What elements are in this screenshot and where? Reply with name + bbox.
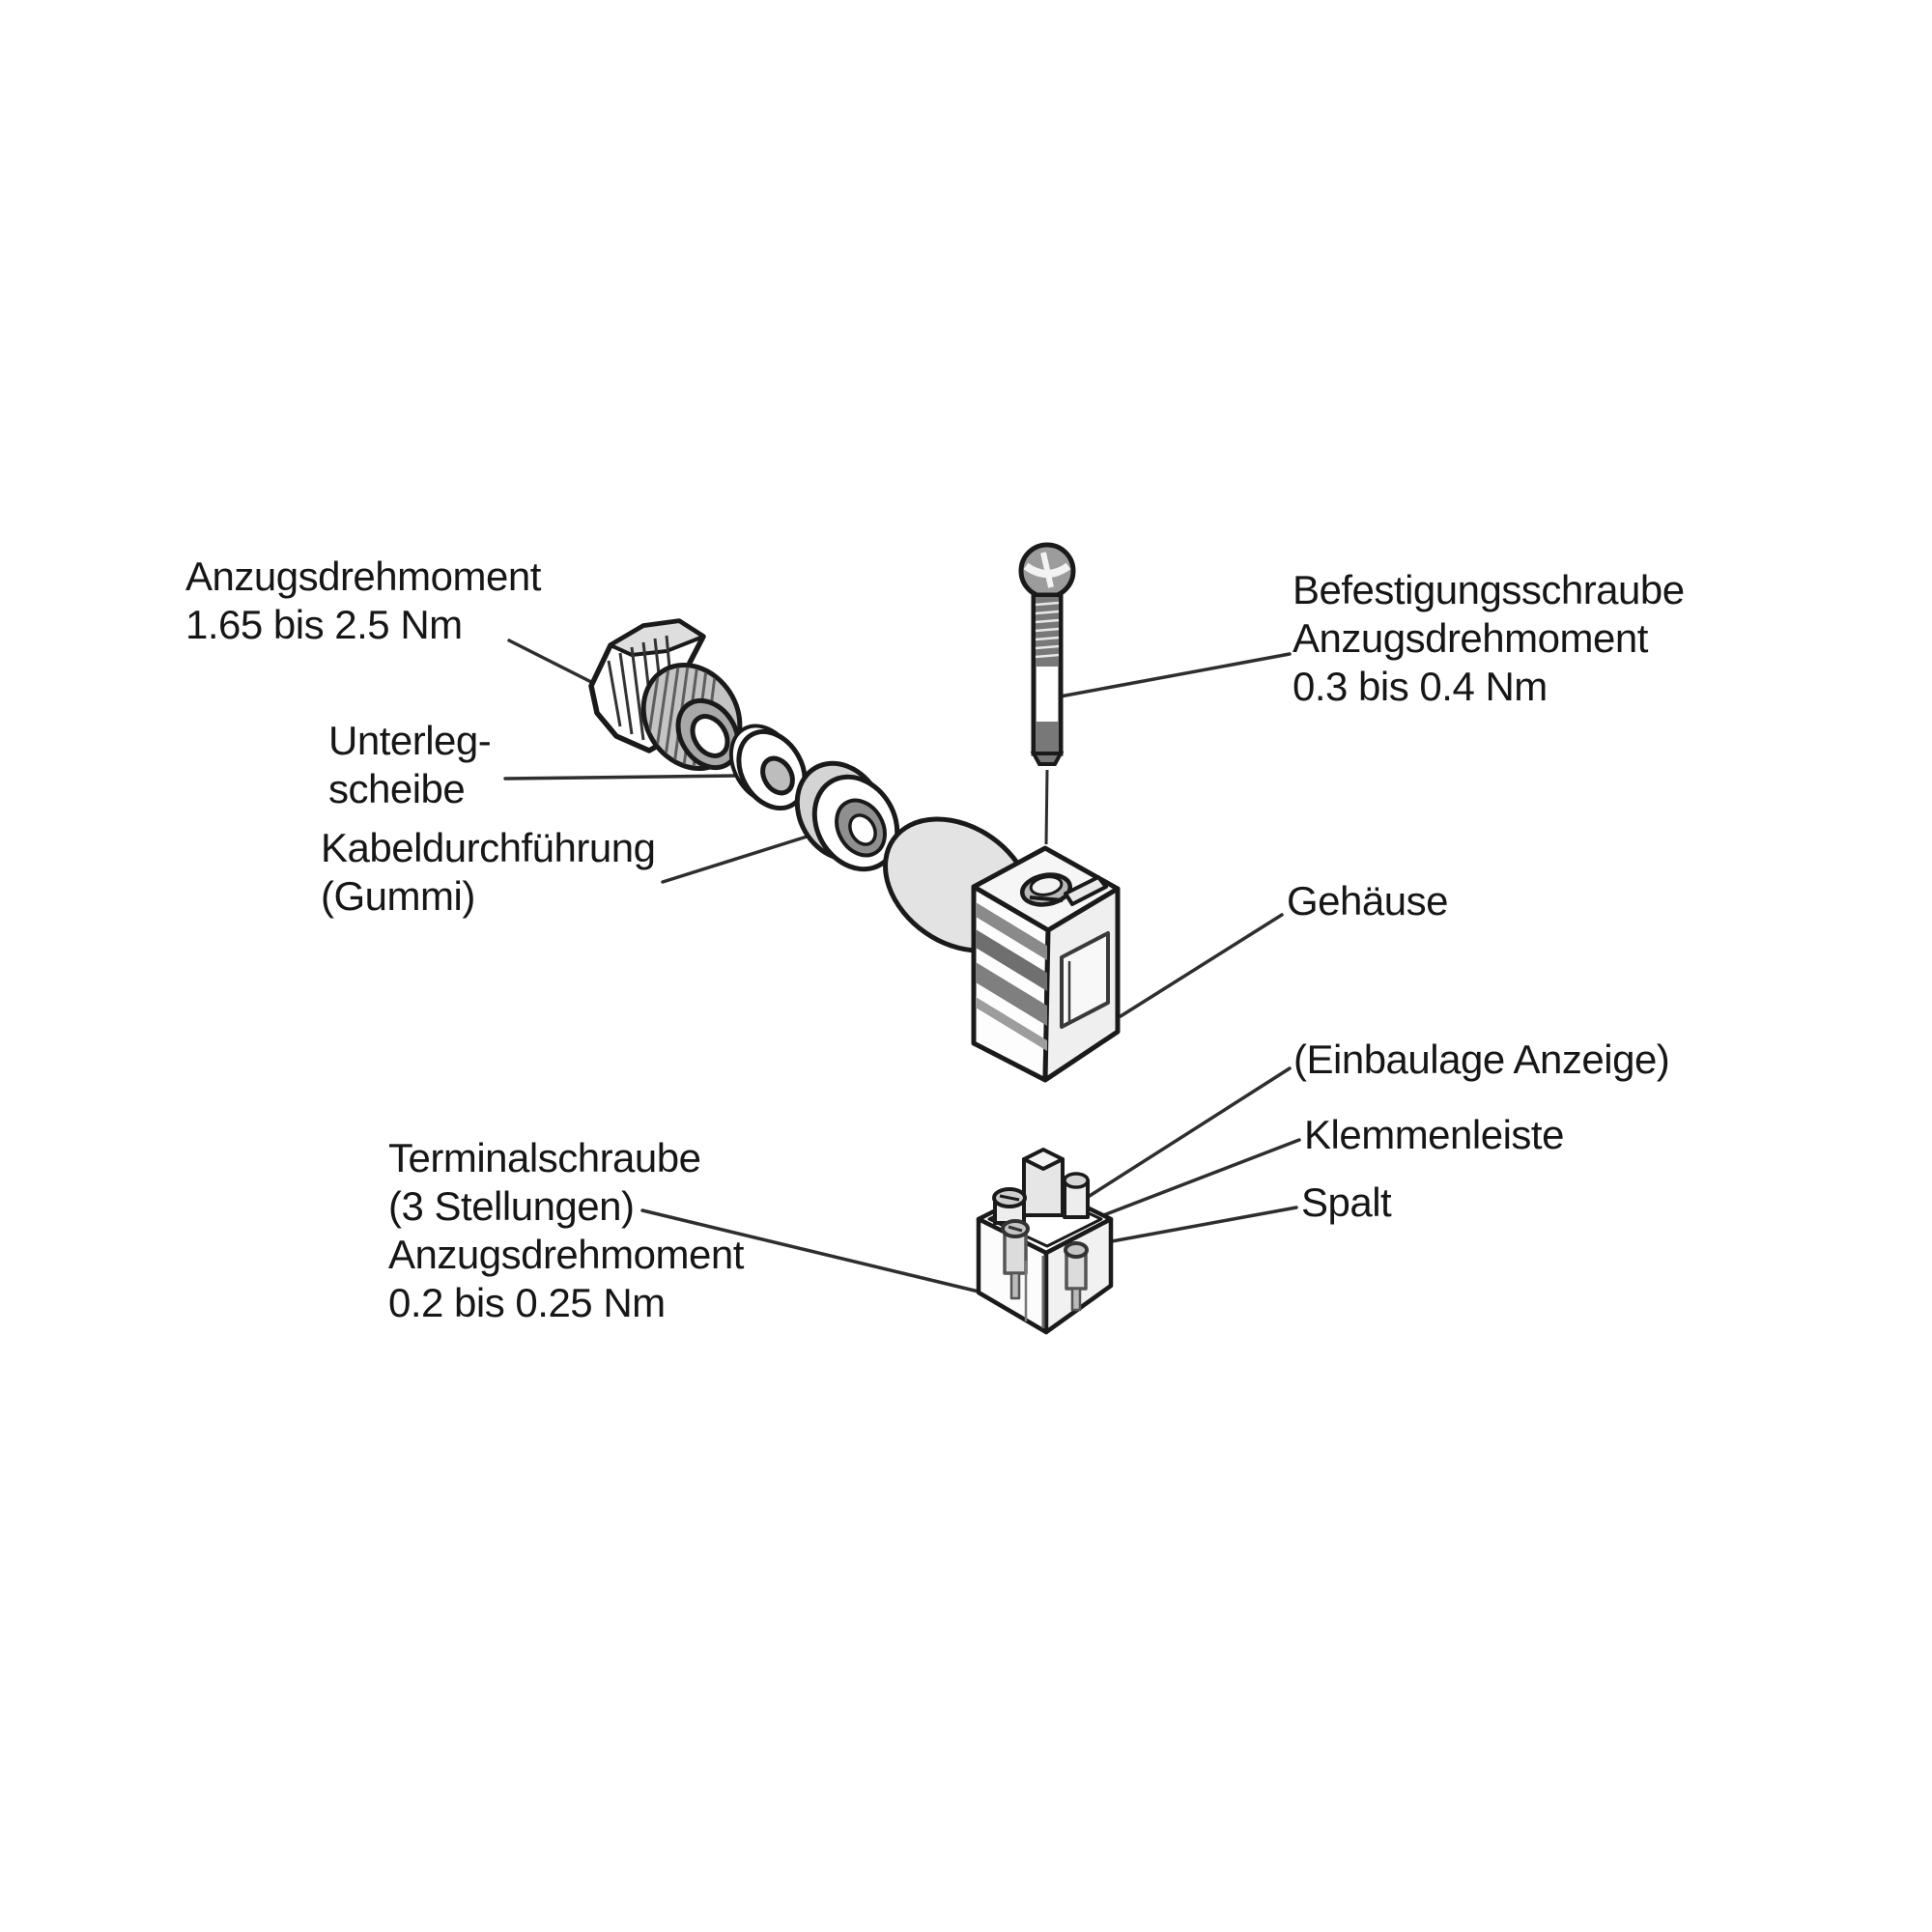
leader-lines	[503, 639, 1301, 1293]
label-washer: Unterleg- scheibe	[328, 718, 492, 811]
leader-mounting-screw	[1053, 652, 1292, 699]
washer-hole	[760, 755, 795, 796]
label-housing: Gehäuse	[1287, 878, 1448, 923]
terminal-screw-b-head	[1064, 1241, 1089, 1259]
screw-thread-ticks	[1035, 601, 1060, 659]
screw-axis-line	[1044, 769, 1049, 845]
housing-screw-seat	[1029, 875, 1064, 896]
gland-bore	[690, 714, 730, 758]
label-mounting-position-indicator: (Einbaulage Anzeige)	[1293, 1037, 1670, 1082]
label-cable-bushing: Kabeldurchführung (Gummi)	[321, 825, 656, 919]
mounting-screw-part	[1018, 542, 1076, 845]
bushing-bore	[848, 813, 877, 846]
housing-indicator-tab	[1064, 875, 1108, 906]
label-terminal-strip: Klemmenleiste	[1304, 1112, 1564, 1157]
label-gap: Spalt	[1301, 1179, 1392, 1225]
terminal-screw-b-tip	[1070, 1287, 1082, 1312]
terminal-screw-a-tip	[1009, 1271, 1021, 1300]
label-terminal-screw-torque: Terminalschraube (3 Stellungen) Anzugsdr…	[388, 1135, 744, 1325]
leader-terminal-strip	[1092, 1138, 1301, 1221]
terminal-block-part	[976, 1148, 1114, 1335]
leader-housing	[1119, 913, 1284, 1018]
housing-thread-stripes	[976, 902, 1047, 1051]
leader-cable-bushing	[661, 831, 821, 884]
washer-part	[728, 724, 808, 811]
screw-head-cross	[1040, 552, 1054, 588]
terminal-block-top-posts	[992, 1148, 1090, 1225]
label-cable-gland-torque: Anzugsdrehmoment 1.65 bis 2.5 Nm	[185, 554, 541, 647]
screw-shank-lower	[1036, 722, 1059, 752]
terminal-screws-inside	[1001, 1219, 1089, 1328]
label-mounting-screw-torque: Befestigungsschraube Anzugsdrehmoment 0.…	[1293, 567, 1685, 709]
leader-cable-gland	[507, 639, 599, 687]
leader-gap	[1099, 1206, 1298, 1245]
cable-gland-part	[588, 618, 743, 784]
left-post-screw-slot	[999, 1194, 1020, 1202]
leader-position-indicator	[1080, 1066, 1292, 1203]
cable-bushing-part	[794, 760, 900, 872]
housing-part	[883, 816, 1121, 1083]
leader-washer	[503, 774, 744, 781]
housing-side-window	[1060, 931, 1110, 1029]
center-post-cap	[1022, 1148, 1065, 1171]
leader-terminal-screw	[640, 1208, 980, 1293]
housing-hole-slot	[1029, 895, 1064, 902]
screw-tip	[1030, 752, 1065, 766]
right-post-top	[1063, 1172, 1090, 1189]
terminal-screw-a-slot	[1008, 1225, 1023, 1233]
